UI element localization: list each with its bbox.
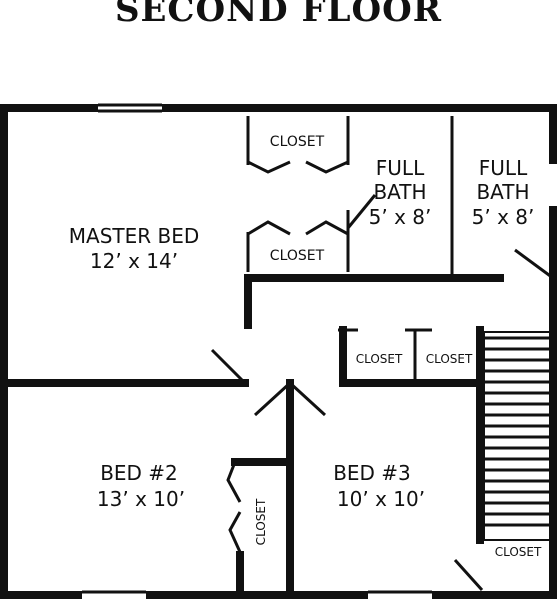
closet-label-master-bottom: CLOSET: [270, 248, 325, 264]
bath1-size: 5’ x 8’: [369, 205, 432, 229]
closet-label-hall-left: CLOSET: [356, 352, 403, 366]
bath1-label-line1: FULL: [376, 156, 425, 180]
bath2-size: 5’ x 8’: [472, 205, 535, 229]
room-labels: CLOSET CLOSET FULL BATH 5’ x 8’ FULL BAT…: [69, 134, 542, 559]
bed3-size: 10’ x 10’: [337, 487, 425, 511]
closet-label-hall-right: CLOSET: [426, 352, 473, 366]
bath1-label-line2: BATH: [373, 180, 426, 204]
staircase: [483, 331, 551, 541]
closet-label-master-top: CLOSET: [270, 134, 325, 150]
master-bed-label: MASTER BED: [69, 224, 200, 248]
bed2-size: 13’ x 10’: [97, 487, 185, 511]
bed2-label: BED #2: [100, 461, 178, 485]
bed3-label: BED #3: [333, 461, 411, 485]
master-bed-size: 12’ x 14’: [90, 249, 178, 273]
outer-walls: [0, 104, 557, 599]
closet-label-bed2: CLOSET: [254, 498, 268, 545]
floor-title: SECOND FLOOR: [114, 0, 443, 30]
bath2-label-line1: FULL: [479, 156, 528, 180]
bath2-label-line2: BATH: [476, 180, 529, 204]
closet-label-stair: CLOSET: [495, 545, 542, 559]
windows: [82, 103, 432, 599]
interior-walls: [0, 116, 554, 599]
